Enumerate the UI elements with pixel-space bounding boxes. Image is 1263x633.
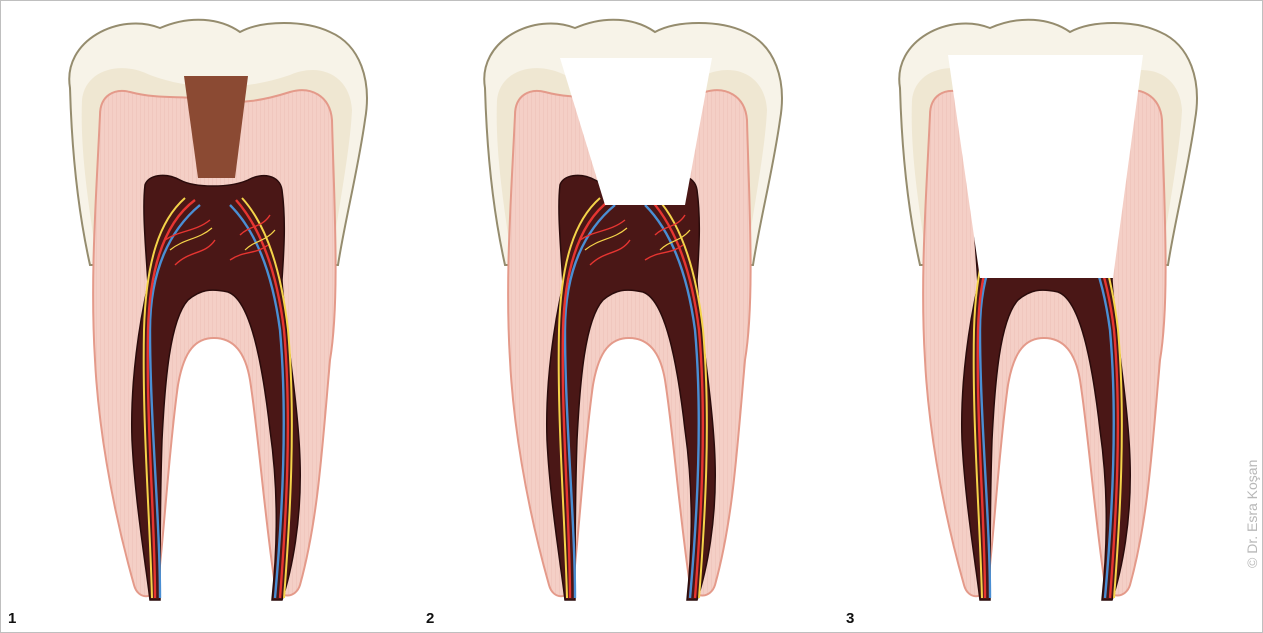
tooth-panel-2 — [484, 20, 782, 600]
opened-pulp-chamber — [948, 55, 1143, 278]
panel-number-3: 3 — [846, 610, 854, 627]
tooth-panel-1 — [69, 20, 367, 600]
panel-number-1: 1 — [8, 610, 16, 627]
tooth-panel-3 — [899, 20, 1197, 600]
panel-number-2: 2 — [426, 610, 434, 627]
copyright-credit: © Dr. Esra Koşan — [1244, 460, 1260, 568]
